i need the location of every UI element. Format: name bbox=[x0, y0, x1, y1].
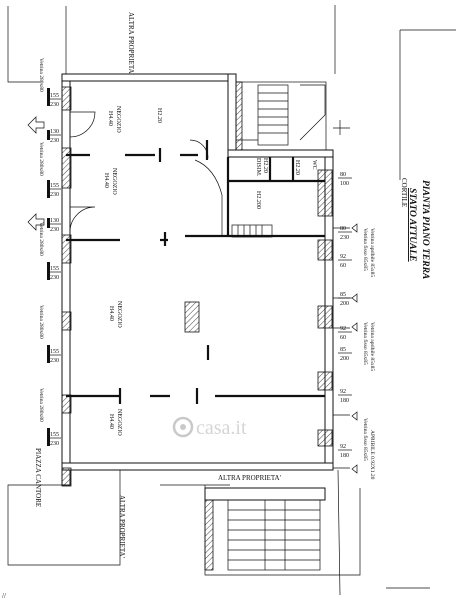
dim-a: 85 bbox=[340, 347, 346, 353]
room-label: WC bbox=[311, 160, 317, 170]
altra-proprieta-top-text: ALTRA PROPRIETA' bbox=[127, 12, 135, 75]
dim-a: 92 bbox=[340, 389, 346, 395]
dim-height: 230 bbox=[50, 138, 59, 144]
dim-height: 230 bbox=[50, 358, 59, 364]
window-label: Vetrina 280x80 bbox=[38, 142, 44, 176]
dim-a: 80 bbox=[340, 226, 346, 232]
window-label: APRIBILE 0.92X1.20 bbox=[369, 430, 375, 480]
dim-a: 92 bbox=[340, 326, 346, 332]
room-height: H4.40 bbox=[103, 173, 109, 188]
left-window-labels: Vetrina 280x80 Vetrina 280x80 Vetrina 28… bbox=[38, 58, 44, 422]
dim-width: 130 bbox=[50, 129, 59, 135]
window-label: Vetrina apribile 85x85 bbox=[369, 322, 375, 371]
entrance-arrows bbox=[27, 116, 45, 231]
facade-pillars bbox=[61, 86, 72, 487]
cortile-text: CORTILE bbox=[400, 178, 408, 207]
dim-a: 92 bbox=[340, 254, 346, 260]
window-label: Vetrina fisso 85x85 bbox=[362, 228, 369, 271]
dim-width: 155 bbox=[50, 432, 59, 438]
dim-b: 230 bbox=[340, 235, 349, 241]
dim-width: 155 bbox=[50, 266, 59, 272]
altra-proprieta-center: ALTRA PROPRIETA' bbox=[218, 474, 281, 482]
window-label: Vetrina 280x80 bbox=[38, 222, 44, 256]
altra-proprieta-top: ALTRA PROPRIETA' bbox=[127, 12, 135, 75]
window-label: Vetrina fisso 85x85 bbox=[362, 322, 369, 365]
dim-height: 230 bbox=[50, 102, 59, 108]
watermark-text: casa.it bbox=[196, 417, 247, 439]
dim-b: 60 bbox=[340, 263, 346, 269]
right-window-labels: Vetrina fisso 85x85 Vetrina apribile 85x… bbox=[362, 228, 375, 480]
dim-b: 200 bbox=[340, 356, 349, 362]
room-height: H4.40 bbox=[107, 111, 113, 126]
piazza-label: PIAZZA CANTORE bbox=[34, 448, 42, 507]
top-stairwell bbox=[235, 81, 327, 151]
interior-partitions bbox=[66, 140, 326, 404]
title-block: PIANTA PIANO TERRA STATO ATTUALE bbox=[407, 180, 430, 279]
room-label: H2.200 bbox=[255, 191, 261, 209]
dim-height: 230 bbox=[50, 275, 59, 281]
room-height: H2.20 bbox=[294, 160, 300, 175]
window-label: Vetrina fisso 85x85 bbox=[362, 418, 369, 461]
room-label: NEGOZIO bbox=[116, 409, 122, 436]
cortile-label: CORTILE bbox=[400, 178, 408, 207]
dim-a: 85 bbox=[340, 292, 346, 298]
corner-mark: // bbox=[2, 592, 6, 600]
dim-height: 230 bbox=[50, 227, 59, 233]
room-label: NEGOZIO bbox=[111, 168, 117, 195]
dim-width: 155 bbox=[50, 183, 59, 189]
dim-height: 230 bbox=[50, 441, 59, 447]
piazza-text: PIAZZA CANTORE bbox=[34, 448, 42, 507]
dim-b: 180 bbox=[340, 453, 349, 459]
dim-width: 130 bbox=[50, 218, 59, 224]
facade-window-marks bbox=[47, 88, 50, 446]
room-height: H4.40 bbox=[108, 306, 114, 321]
mid-stair bbox=[231, 224, 273, 238]
window-label: Vetrina 280x80 bbox=[38, 305, 44, 339]
room-label: H2.20 bbox=[156, 108, 162, 123]
room-height: H4.40 bbox=[108, 414, 114, 429]
plan-title: PIANTA PIANO TERRA bbox=[420, 180, 430, 279]
dim-height: 230 bbox=[50, 192, 59, 198]
room-labels: NEGOZIO H4.40 H2.20 NEGOZIO H4.40 H2.200… bbox=[103, 106, 317, 436]
dim-b: 200 bbox=[340, 301, 349, 307]
dim-b: 180 bbox=[340, 398, 349, 404]
right-dimensions: 80 100 80 230 92 60 85 200 92 60 85 200 … bbox=[338, 172, 352, 459]
dim-width: 155 bbox=[50, 93, 59, 99]
dim-b: 60 bbox=[340, 335, 346, 341]
dim-b: 100 bbox=[340, 181, 349, 187]
dim-a: 80 bbox=[340, 172, 346, 178]
room-label: NEGOZIO bbox=[115, 106, 121, 133]
watermark: casa.it bbox=[172, 416, 247, 439]
room-height: H2.20 bbox=[262, 158, 268, 173]
dim-width: 155 bbox=[50, 349, 59, 355]
altra-proprieta-bottom: ALTRA PROPRIETA' bbox=[118, 495, 126, 558]
altra-proprieta-bottom-text: ALTRA PROPRIETA' bbox=[118, 495, 126, 558]
left-dimensions: 155 230 130 230 155 230 130 230 155 230 … bbox=[49, 93, 61, 447]
room-label: NEGOZIO bbox=[116, 301, 122, 328]
window-label: Vetrina 280x80 bbox=[38, 58, 44, 92]
window-label: Vetrina 280x80 bbox=[38, 388, 44, 422]
dim-a: 92 bbox=[340, 444, 346, 450]
room-label: DISIM. bbox=[255, 158, 261, 177]
plan-subtitle: STATO ATTUALE bbox=[407, 188, 417, 262]
bottom-stairwell bbox=[204, 487, 326, 571]
window-label: Vetrina apribile 85x85 bbox=[369, 228, 375, 277]
entrance-doors bbox=[69, 111, 209, 233]
